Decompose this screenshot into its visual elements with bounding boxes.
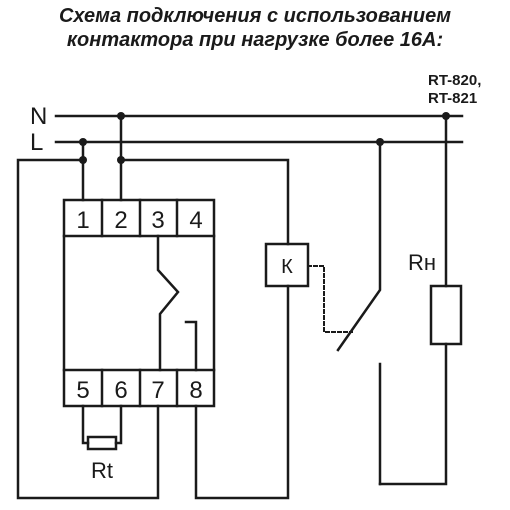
device-model-line-1: RT-820, (428, 72, 481, 89)
junction-dot (117, 156, 125, 164)
title-line-2: контактора при нагрузке более 16А: (66, 29, 444, 51)
load-resistor (429, 284, 463, 346)
contactor-main-contact (336, 140, 382, 352)
terminal-3-label: 3 (151, 207, 164, 234)
wire-coil-to-t8 (194, 284, 290, 500)
wire-rt-right (114, 404, 123, 445)
l-rail-label: L (30, 129, 43, 156)
junction-dot (442, 112, 450, 120)
junction-dot (376, 138, 384, 146)
load-label: Rн (408, 250, 436, 275)
relay-internal-contact-8 (184, 320, 198, 372)
junction-dot (79, 156, 87, 164)
junction-dot (117, 112, 125, 120)
mechanical-link (307, 265, 353, 333)
sensor-label: Rt (91, 458, 113, 483)
wire-rt (81, 404, 90, 445)
device-model-line-2: RT-821 (428, 90, 477, 107)
contactor-coil-label: К (281, 256, 293, 278)
sensor-resistor (86, 435, 118, 451)
diagram-title: Схема подключения с использованием конта… (0, 4, 510, 52)
terminal-4-label: 4 (189, 207, 202, 234)
title-line-1: Схема подключения с использованием (58, 5, 452, 27)
terminal-2-label: 2 (114, 207, 127, 234)
terminal-1-label: 1 (76, 207, 89, 234)
n-rail-label: N (30, 103, 47, 130)
junction-dot (79, 138, 87, 146)
terminal-8-label: 8 (189, 377, 202, 404)
terminal-6-label: 6 (114, 377, 127, 404)
wire-l-to-t7 (16, 158, 160, 500)
terminal-7-label: 7 (151, 377, 164, 404)
relay-internal-switch (156, 234, 180, 372)
terminal-5-label: 5 (76, 377, 89, 404)
wire-load-bottom (378, 342, 448, 486)
wire-n-to-coil (119, 158, 290, 246)
